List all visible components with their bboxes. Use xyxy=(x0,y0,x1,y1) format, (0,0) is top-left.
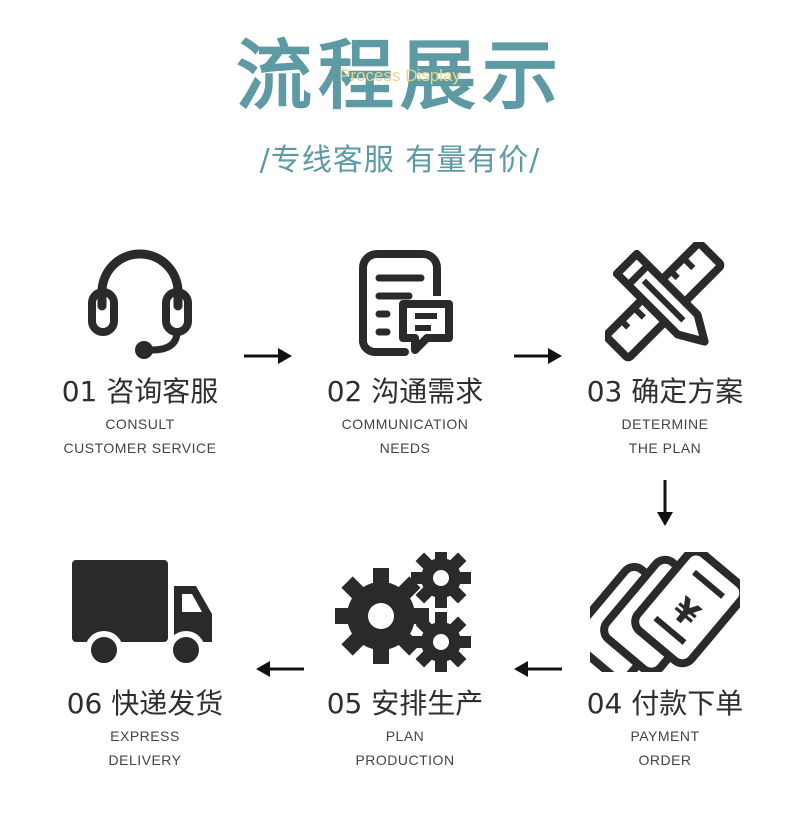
arrow-right-icon xyxy=(244,348,292,364)
page-subtitle: /专线客服 有量有价/ xyxy=(259,143,541,178)
step-label: 01 咨询客服 xyxy=(61,375,219,408)
step-consult: 01 咨询客服 CONSULT CUSTOMER SERVICE xyxy=(10,240,270,470)
step-en-line2: PRODUCTION xyxy=(355,752,455,768)
step-en-line1: DETERMINE xyxy=(621,416,709,432)
ruler-pencil-icon xyxy=(605,242,725,362)
step-label: 05 安排生产 xyxy=(326,687,484,720)
step-production: 05 安排生产 PLAN PRODUCTION xyxy=(275,552,535,782)
step-payment-order: ¥ 04 付款下单 PAYMENT ORDER xyxy=(535,552,795,782)
arrow-right-icon xyxy=(514,348,562,364)
page-title: 流程展示 xyxy=(236,31,564,120)
step-communication: 02 沟通需求 COMMUNICATION NEEDS xyxy=(275,240,535,470)
step-en-line2: NEEDS xyxy=(379,440,431,456)
step-en-line2: ORDER xyxy=(638,752,692,768)
step-en-line1: EXPRESS xyxy=(110,728,180,744)
step-determine-plan: 03 确定方案 DETERMINE THE PLAN xyxy=(535,240,795,470)
chat-document-icon xyxy=(359,250,453,356)
step-en-line2: DELIVERY xyxy=(108,752,182,768)
truck-icon xyxy=(72,560,212,669)
step-en-line1: PAYMENT xyxy=(630,728,700,744)
gears-icon xyxy=(335,552,471,672)
step-en-line1: PLAN xyxy=(385,728,425,744)
step-label: 06 快递发货 xyxy=(66,687,224,720)
arrow-left-icon xyxy=(256,661,304,677)
arrow-down-icon xyxy=(657,480,673,526)
step-en-line1: COMMUNICATION xyxy=(341,416,469,432)
step-en-line1: CONSULT xyxy=(105,416,175,432)
step-label: 02 沟通需求 xyxy=(326,375,484,408)
title-block: 流程展示 xyxy=(0,28,800,124)
step-en-line2: CUSTOMER SERVICE xyxy=(63,440,217,456)
step-delivery: 06 快递发货 EXPRESS DELIVERY xyxy=(15,552,275,782)
arrow-left-icon xyxy=(514,661,562,677)
step-label: 04 付款下单 xyxy=(586,687,744,720)
step-en-line2: THE PLAN xyxy=(628,440,702,456)
title-overlay-text: Process Display xyxy=(339,66,461,85)
cards-yen-icon: ¥ xyxy=(590,552,740,672)
headset-icon xyxy=(88,249,192,359)
step-label: 03 确定方案 xyxy=(586,375,744,408)
